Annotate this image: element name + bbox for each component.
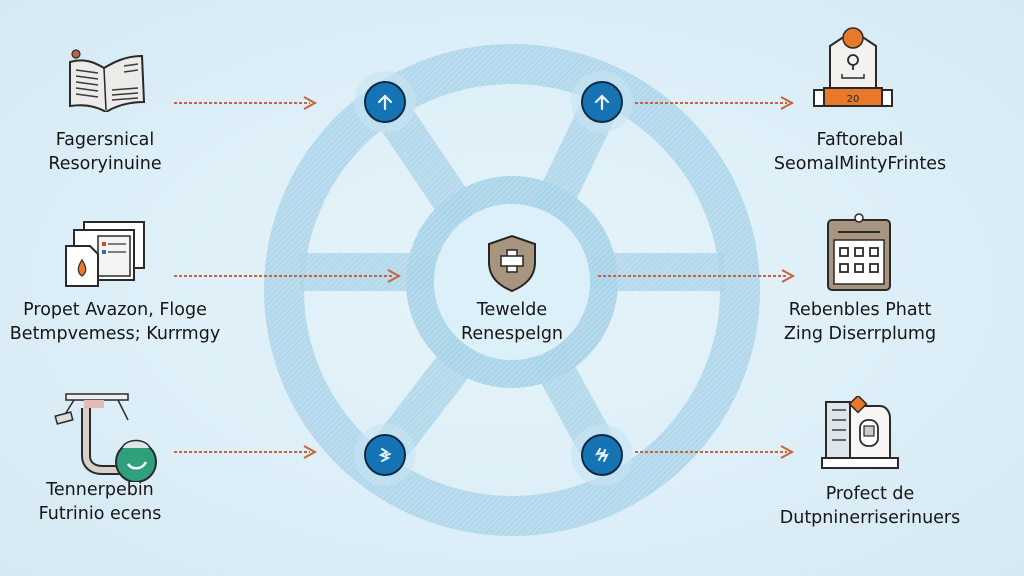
- node-top-right[interactable]: [581, 81, 623, 123]
- arrow-up-icon: [377, 94, 393, 111]
- left-item-3-label: Tennerpebin Futrinio ecens: [38, 480, 162, 524]
- shield-plus-icon: [488, 234, 536, 293]
- hub-label: Tewelde Renespelgn: [432, 298, 592, 346]
- node-top-left[interactable]: [364, 81, 406, 123]
- arrow-right-3: [635, 445, 795, 459]
- left-item-1-label: Fagersnical Resoryinuine: [48, 130, 162, 174]
- right-item-2-label: Rebenbles Phatt Zing Diserrplumg: [783, 300, 937, 344]
- badge-printer-icon: 20: [813, 27, 893, 107]
- server-document-icon: [821, 396, 899, 469]
- node-bottom-right[interactable]: [581, 434, 623, 476]
- open-book-icon: [69, 49, 146, 112]
- squiggle-icon: [378, 448, 391, 462]
- hub-label-line1: Tewelde: [476, 300, 548, 320]
- arrow-left-3: [174, 445, 318, 459]
- right-item-1-label: Faftorebal SeomalMintyFrintes: [773, 130, 947, 174]
- outer-ring: [264, 44, 760, 536]
- node-bottom-left[interactable]: [364, 434, 406, 476]
- lab-flask-icon: [54, 393, 157, 482]
- arrow-left-2: [174, 269, 402, 283]
- badge-number: 20: [847, 94, 860, 105]
- arrow-left-1: [174, 96, 318, 110]
- hub-label-line2: Renespelgn: [460, 324, 564, 344]
- squiggle-icon: [595, 448, 609, 462]
- right-item-3-label: Profect de Dutpninerriserinuers: [779, 484, 961, 528]
- documents-flame-icon: [65, 221, 145, 287]
- clipboard-grid-icon: [827, 213, 891, 291]
- left-item-2-label: Propet Avazon, Floge Betmpvemess; Kurrmg…: [9, 300, 221, 344]
- arrow-up-icon: [594, 94, 610, 111]
- arrow-right-1: [635, 96, 795, 110]
- arrow-right-2: [598, 269, 796, 283]
